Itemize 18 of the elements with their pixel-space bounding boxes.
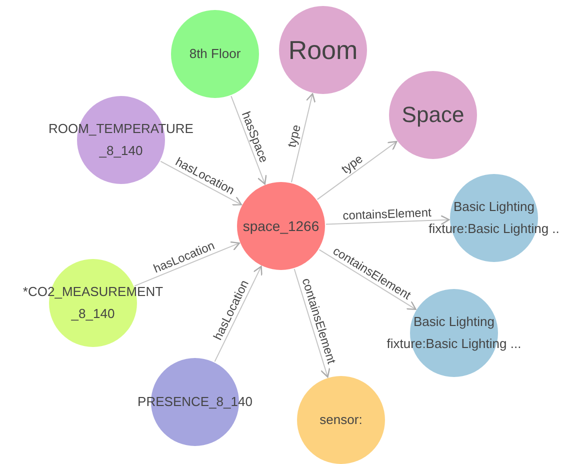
arrow: [318, 249, 416, 310]
node-label: Basic Lighting: [414, 313, 494, 331]
edge-label: containsElement: [342, 206, 433, 222]
arrow: [325, 214, 450, 226]
edge-label: type: [286, 122, 303, 150]
node-label: Room: [288, 37, 358, 63]
arrow: [230, 96, 267, 185]
arrow: [290, 93, 316, 183]
arrow: [316, 140, 398, 200]
node-label: 8th Floor: [189, 45, 241, 63]
node-label: sensor:: [320, 411, 362, 429]
arrow: [214, 266, 262, 362]
arrow: [294, 268, 330, 378]
node-label: Space: [402, 104, 464, 126]
arrow: [134, 241, 240, 286]
arrow: [160, 160, 242, 206]
node-label: Basic Lighting: [454, 198, 534, 216]
node-label: space_1266: [242, 217, 320, 236]
